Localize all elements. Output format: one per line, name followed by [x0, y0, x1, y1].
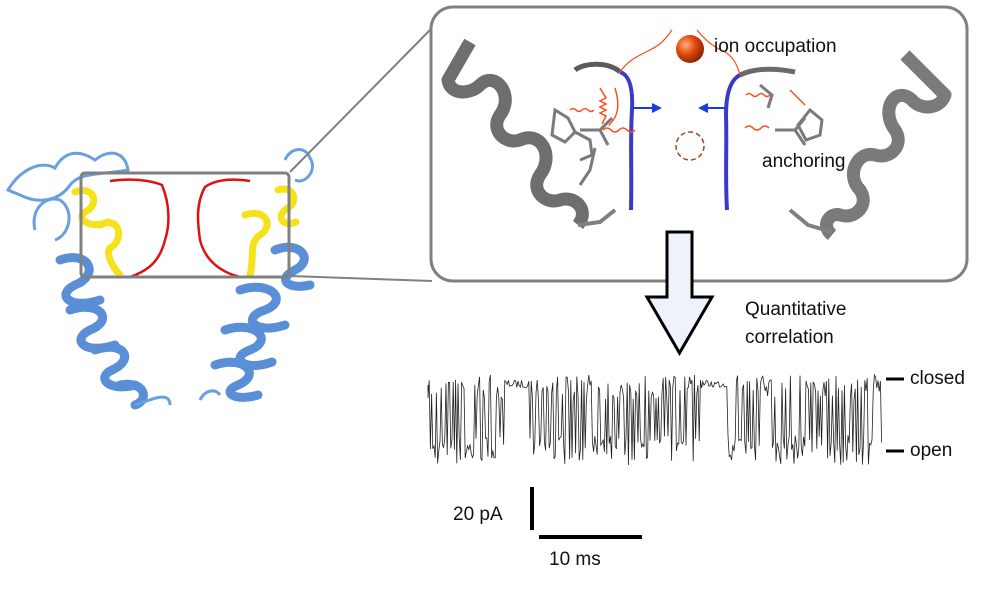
current-scale-label: 20 pA	[453, 504, 503, 525]
left-gray-helix	[441, 38, 589, 230]
interaction-springs	[569, 29, 806, 133]
ion-occupation-label: ion occupation	[714, 36, 837, 57]
quantitative-label: Quantitative	[745, 299, 847, 320]
left-monomer-loop	[5, 151, 130, 202]
zoom-region-box	[79, 171, 291, 279]
trace-line	[427, 373, 882, 466]
left-filter-loop-blue	[619, 70, 635, 211]
left-monomer-tail	[134, 395, 172, 407]
open-label: open	[910, 440, 953, 461]
side-chains	[550, 83, 824, 186]
inward-arrow-right	[698, 103, 726, 113]
empty-ion-site	[675, 131, 705, 161]
protein-structure	[5, 148, 315, 410]
right-gray-helix	[820, 50, 952, 240]
selectivity-filter-left	[109, 178, 170, 279]
right-monomer-helix	[210, 242, 315, 402]
closed-label: closed	[910, 368, 965, 389]
right-monomer-tail	[198, 389, 222, 401]
right-top-loop	[738, 66, 796, 78]
left-monomer-helix	[55, 253, 148, 410]
correlation-arrow	[644, 230, 715, 356]
right-filter-loop-blue	[723, 73, 742, 211]
left-monomer-loop-2	[32, 197, 71, 242]
inward-arrow-left	[634, 103, 662, 113]
right-loop-gray	[788, 208, 833, 234]
right-monomer-loop	[283, 148, 314, 183]
ion-sphere	[676, 35, 704, 63]
left-loop-gray	[577, 208, 617, 227]
zoom-connector-top	[289, 27, 433, 173]
zoom-panel-content	[441, 29, 952, 240]
single-channel-trace	[427, 373, 882, 466]
left-top-loop	[573, 61, 622, 74]
correlation-label: correlation	[745, 327, 834, 348]
anchoring-label: anchoring	[762, 151, 846, 172]
pore-helix-yellow	[71, 185, 300, 279]
selectivity-filter-right	[196, 178, 251, 279]
time-scale-label: 10 ms	[549, 549, 601, 570]
zoom-connector-bottom	[289, 275, 433, 282]
